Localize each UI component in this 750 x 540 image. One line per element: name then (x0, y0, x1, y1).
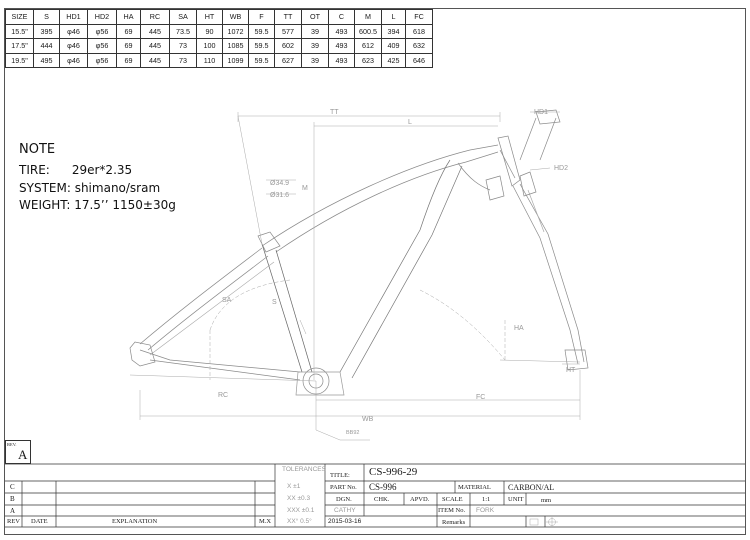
unit-value: mm (541, 497, 552, 504)
table-cell: 110 (196, 52, 223, 68)
note-weight: WEIGHT: 17.5’’ 1150±30g (19, 198, 176, 212)
scale-value: 1:1 (482, 496, 491, 503)
table-cell: 19.5" (5, 52, 34, 68)
title-value: CS-996-29 (369, 466, 418, 478)
title-label: TITLE: (330, 472, 350, 479)
note-title: NOTE (19, 142, 56, 157)
seat-stay (139, 247, 263, 345)
dim-label-s: S (272, 299, 277, 306)
rev-row-a: A (10, 507, 16, 515)
material-value: CARBON/AL (508, 483, 555, 492)
item-value: FORK (476, 507, 495, 514)
remarks-label: Remarks (442, 519, 466, 526)
chain-stay (139, 349, 301, 373)
rev-header: REV (7, 518, 20, 525)
dim-label-rc: RC (218, 392, 228, 399)
weight-value: 17.5’’ 1150±30g (74, 198, 176, 212)
dim-label-m: M (302, 185, 308, 192)
drawing-border (4, 8, 746, 535)
dim-label-d2: Ø31.6 (270, 192, 289, 199)
dim-label-hd2: HD2 (554, 165, 568, 172)
item-label: ITEM No. (438, 507, 466, 514)
top-tube (261, 144, 499, 247)
tolerance-row: XX° 0.5° (287, 518, 312, 525)
note-system: SYSTEM: shimano/sram (19, 181, 160, 195)
date-header: DATE (31, 518, 48, 525)
drawing-date: 2015-03-16 (328, 518, 362, 525)
system-label: SYSTEM: (19, 181, 71, 195)
material-label: MATERIAL (458, 484, 491, 491)
system-value: shimano/sram (74, 181, 161, 195)
table-cell: 39 (301, 52, 329, 68)
tire-value: 29er*2.35 (71, 163, 133, 177)
part-label: PART No. (330, 484, 357, 491)
tolerance-row: XXX ±0.1 (287, 507, 315, 514)
dim-label-d1: Ø34.9 (270, 180, 289, 187)
tire-label: TIRE: (19, 163, 50, 177)
dim-label-fc: FC (476, 394, 485, 401)
rev-row-c: C (10, 483, 15, 491)
fork (512, 185, 579, 365)
tolerance-row: XX ±0.3 (287, 495, 311, 502)
unit-label: UNIT (508, 496, 524, 503)
dim-label-hd1: HD1 (534, 109, 548, 116)
tolerance-row: X ±1 (287, 483, 301, 490)
dim-label-sa: SA (222, 297, 232, 304)
table-cell: φ56 (87, 52, 117, 68)
revision-value: A (18, 447, 28, 462)
dim-label-wb: WB (362, 416, 374, 423)
dim-label-bb: BB92 (346, 430, 359, 436)
dim-label-ht: HT (566, 367, 576, 374)
note-tire: TIRE: 29er*2.35 (19, 163, 132, 177)
tolerances-title: TOLERANCES (282, 466, 326, 473)
designer-name: CATHY (334, 507, 356, 514)
head-tube (497, 135, 521, 187)
weight-label: WEIGHT: (19, 198, 71, 212)
dim-label-tt: TT (330, 109, 339, 116)
dgn-label: DGN. (336, 496, 352, 503)
dim-label-l: L (408, 119, 412, 126)
table-cell: 59.5 (248, 52, 275, 68)
chk-label: CHK. (374, 496, 390, 503)
apvd-label: APVD. (410, 496, 430, 503)
scale-label: SCALE (442, 496, 463, 503)
revision-box: REV. A (5, 440, 31, 464)
dim-label-ha: HA (514, 325, 524, 332)
table-cell: 646 (405, 52, 433, 68)
table-cell: 445 (140, 52, 170, 68)
table-cell: 425 (381, 52, 406, 68)
mx-header: M.X (259, 518, 272, 525)
part-value: CS-996 (369, 482, 397, 492)
rev-row-b: B (10, 495, 15, 503)
seat-tube (261, 243, 303, 373)
revision-label: REV. (7, 442, 17, 447)
explanation-header: EXPLANATION (112, 518, 158, 525)
